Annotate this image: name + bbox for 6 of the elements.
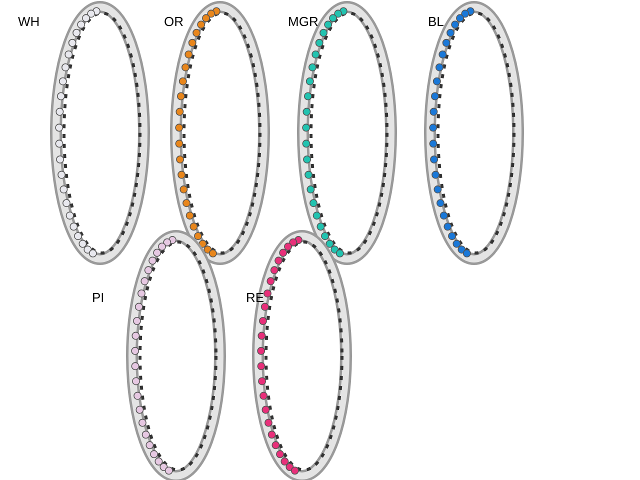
color-code-label: PI: [92, 290, 104, 305]
color-code-label: WH: [18, 14, 40, 29]
color-code-label: RE: [246, 290, 264, 305]
color-code-label: BL: [428, 14, 444, 29]
color-code-label: MGR: [288, 14, 318, 29]
color-code-label: OR: [164, 14, 184, 29]
